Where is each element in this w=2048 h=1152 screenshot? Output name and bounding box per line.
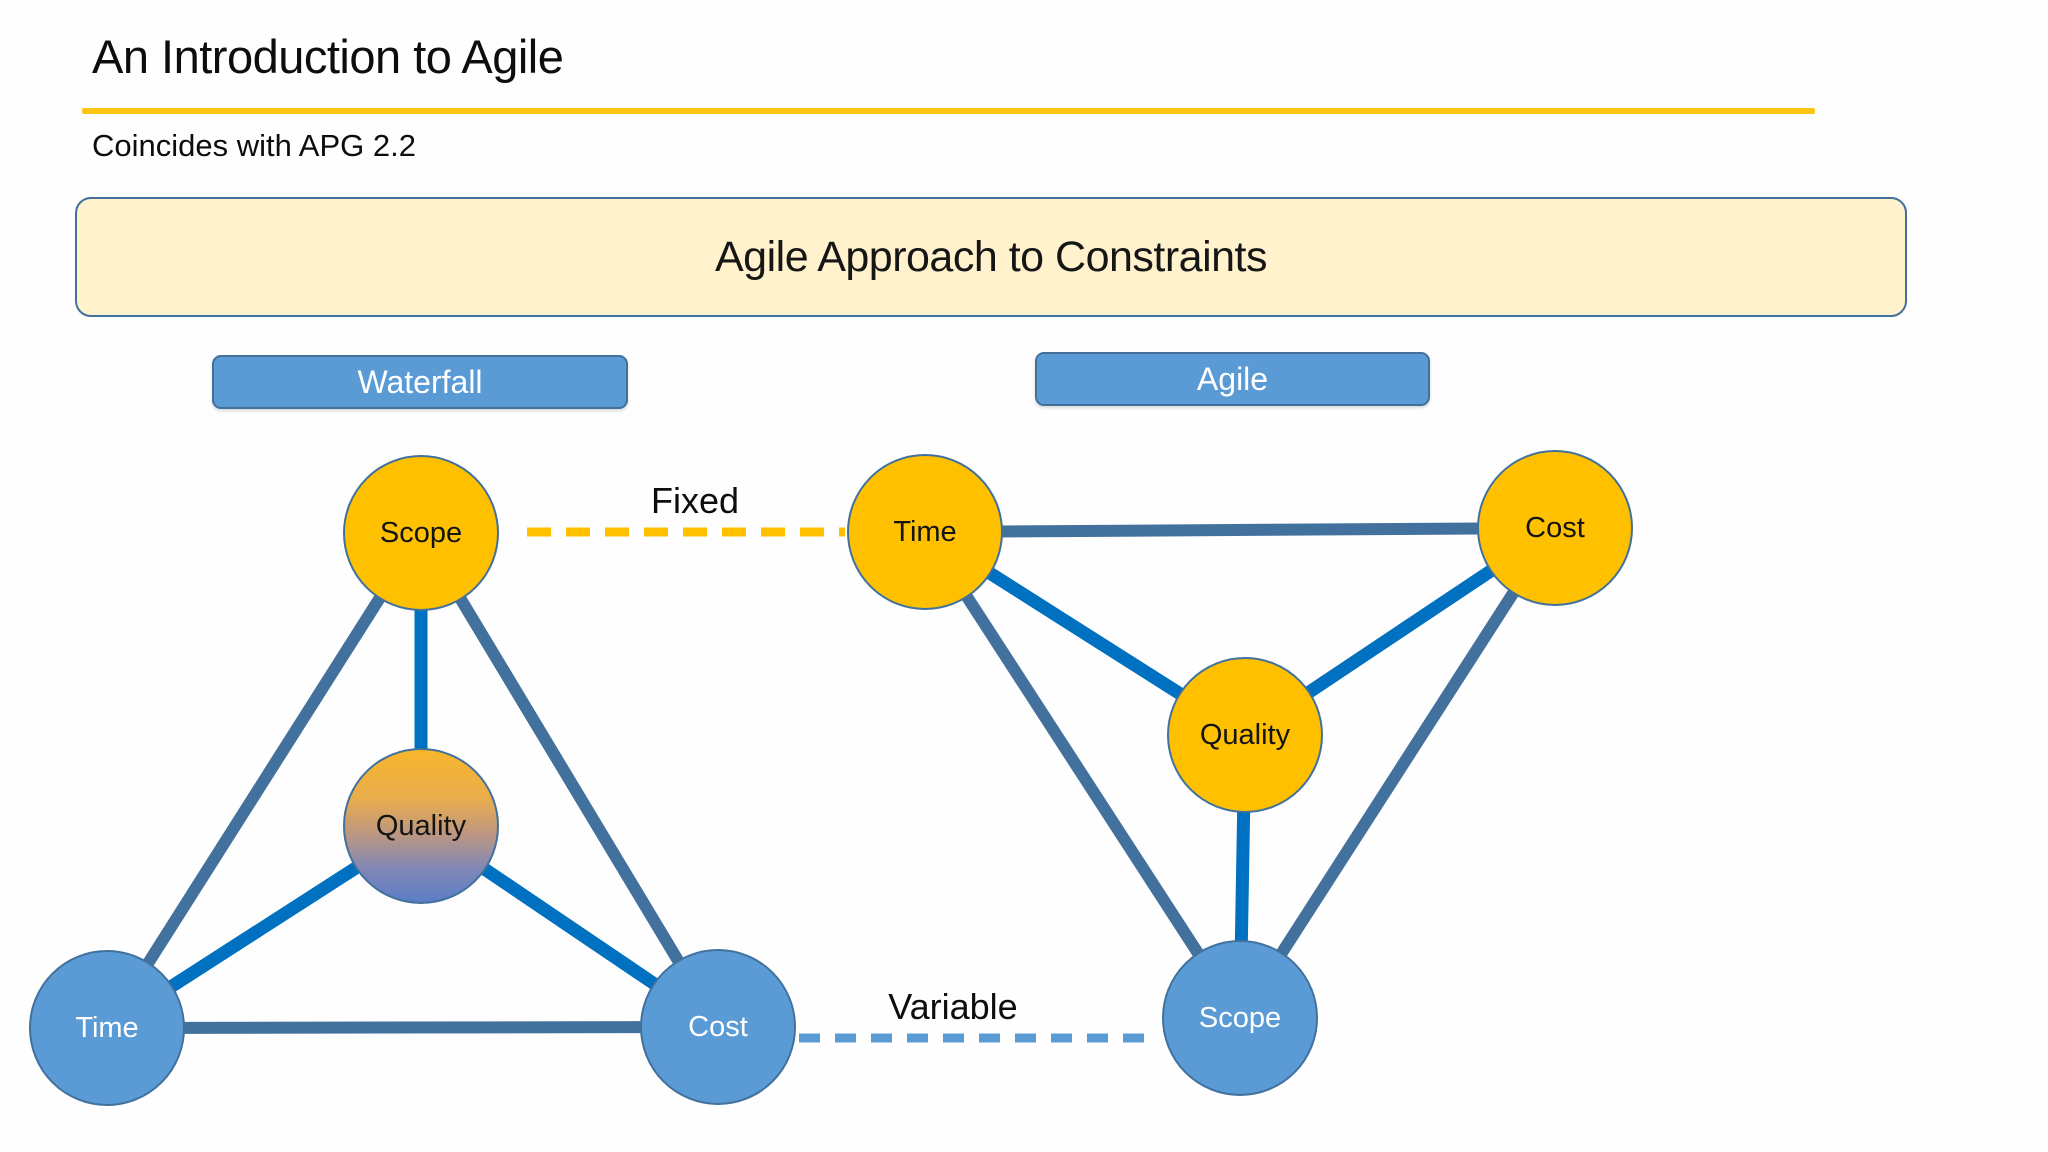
banner-text: Agile Approach to Constraints [715,232,1268,281]
title-underline [82,108,1815,114]
waterfall-node-cost: Cost [640,949,796,1105]
waterfall-node-time-label: Time [75,1011,139,1044]
edge-waterfall-time-cost [106,1021,719,1034]
agile-node-quality-label: Quality [1199,718,1291,751]
agile-node-quality: Quality [1167,657,1323,813]
edge-agile-time-cost [924,522,1556,538]
waterfall-header: Waterfall [212,355,628,409]
edge-waterfall-scope-time [101,529,427,1032]
edge-agile-cost-scope [1234,524,1561,1022]
fixed-connector-label: Fixed [650,480,740,521]
agile-node-scope-label: Scope [1198,1001,1282,1034]
waterfall-node-time: Time [29,950,185,1106]
banner-agile-approach: Agile Approach to Constraints [75,197,1907,317]
agile-node-cost: Cost [1477,450,1633,606]
agile-node-time: Time [847,454,1003,610]
agile-node-cost-label: Cost [1525,511,1585,544]
waterfall-header-label: Waterfall [357,363,483,400]
page-subtitle: Coincides with APG 2.2 [92,128,416,163]
waterfall-node-quality-label: Quality [375,809,467,842]
agile-node-time-label: Time [893,515,957,548]
edge-agile-time-scope [919,528,1246,1022]
waterfall-node-cost-label: Cost [688,1010,748,1043]
agile-header: Agile [1035,352,1430,406]
waterfall-node-scope-label: Scope [379,516,463,549]
agile-header-label: Agile [1196,360,1269,397]
edge-waterfall-scope-cost [415,529,724,1031]
agile-node-scope: Scope [1162,940,1318,1096]
waterfall-node-quality: Quality [343,748,499,904]
page-title: An Introduction to Agile [92,30,564,83]
variable-connector-label: Variable [888,986,1018,1027]
waterfall-node-scope: Scope [343,455,499,611]
